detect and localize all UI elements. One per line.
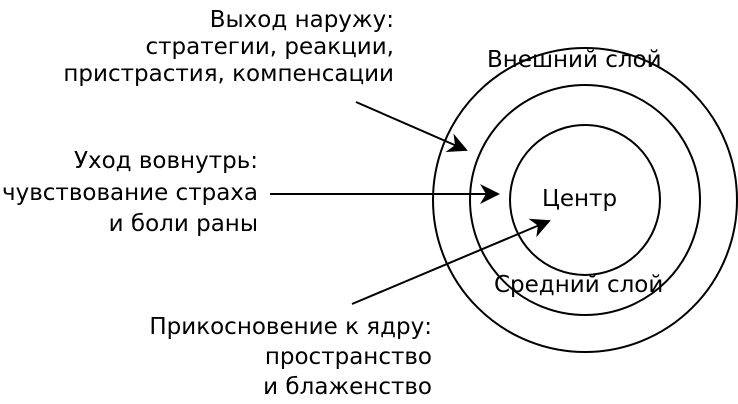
outward-label-title: Выход наружу: <box>210 7 394 33</box>
inward-label: Уход вовнутрь: чувствование страха и бол… <box>2 148 258 237</box>
center-label: Центр <box>542 186 617 212</box>
middle-layer-label: Средний слой <box>494 272 663 298</box>
inward-label-line3: и боли раны <box>109 211 258 237</box>
middle-layer-circle <box>469 84 701 316</box>
outward-label-line2: стратегии, реакции, <box>146 34 395 60</box>
outer-layer-label: Внешний слой <box>487 47 662 73</box>
outward-label: Выход наружу: стратегии, реакции, пристр… <box>63 7 394 87</box>
core-arrow <box>351 218 551 305</box>
outward-arrow <box>355 101 468 152</box>
center-circle <box>509 124 661 276</box>
core-label-line3: и блаженство <box>263 374 432 400</box>
core-label: Прикосновение к ядру: пространство и бла… <box>149 314 432 400</box>
inward-label-line2: чувствование страха <box>2 180 258 206</box>
inward-label-title: Уход вовнутрь: <box>74 148 258 174</box>
core-label-line2: пространство <box>265 344 432 370</box>
outward-label-line3: пристрастия, компенсации <box>63 61 394 87</box>
outer-layer-circle <box>432 47 738 353</box>
core-label-title: Прикосновение к ядру: <box>149 314 432 340</box>
